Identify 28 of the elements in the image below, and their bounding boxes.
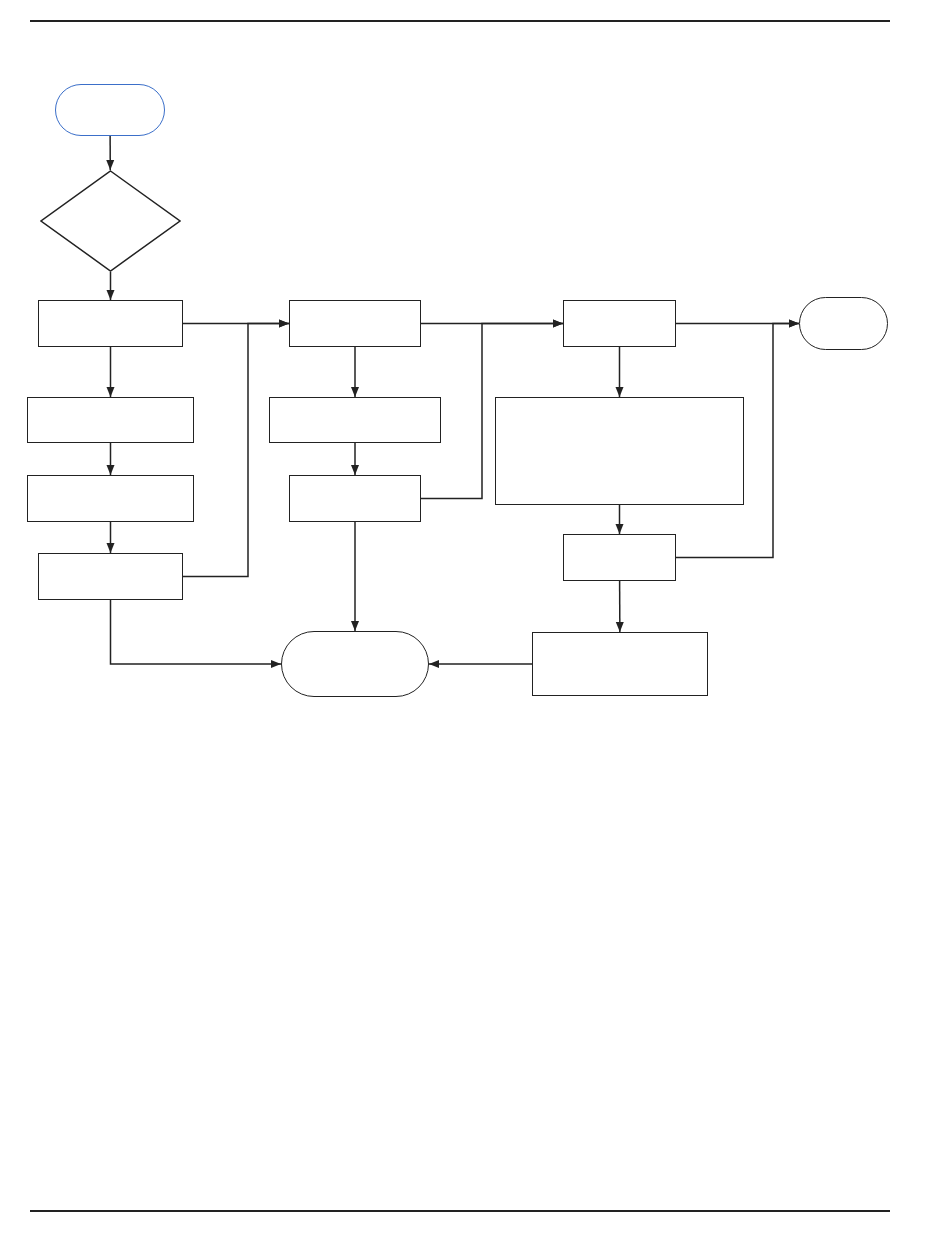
arrow bbox=[106, 346, 115, 398]
process-box bbox=[495, 397, 744, 505]
arrow bbox=[615, 346, 624, 398]
arrow bbox=[615, 580, 624, 633]
process-box bbox=[27, 397, 194, 443]
arrow bbox=[420, 319, 564, 500]
arrow bbox=[428, 660, 533, 668]
process-box bbox=[563, 534, 676, 581]
arrow bbox=[351, 442, 359, 476]
process-box bbox=[532, 632, 708, 696]
arrow bbox=[675, 319, 800, 559]
arrow bbox=[106, 271, 115, 301]
arrow bbox=[109, 599, 282, 668]
process-box bbox=[269, 397, 441, 443]
process-box bbox=[563, 300, 676, 347]
arrow bbox=[106, 521, 115, 554]
arrow bbox=[106, 135, 115, 171]
arrow bbox=[106, 442, 115, 476]
arrow bbox=[351, 346, 359, 398]
process-box bbox=[38, 553, 183, 600]
process-box bbox=[27, 475, 194, 522]
process-box bbox=[38, 300, 183, 347]
arrow bbox=[351, 521, 359, 632]
decision-diamond bbox=[40, 170, 181, 272]
process-box bbox=[289, 475, 421, 522]
process-box bbox=[289, 300, 421, 347]
arrow bbox=[182, 319, 290, 578]
arrow bbox=[615, 504, 624, 535]
